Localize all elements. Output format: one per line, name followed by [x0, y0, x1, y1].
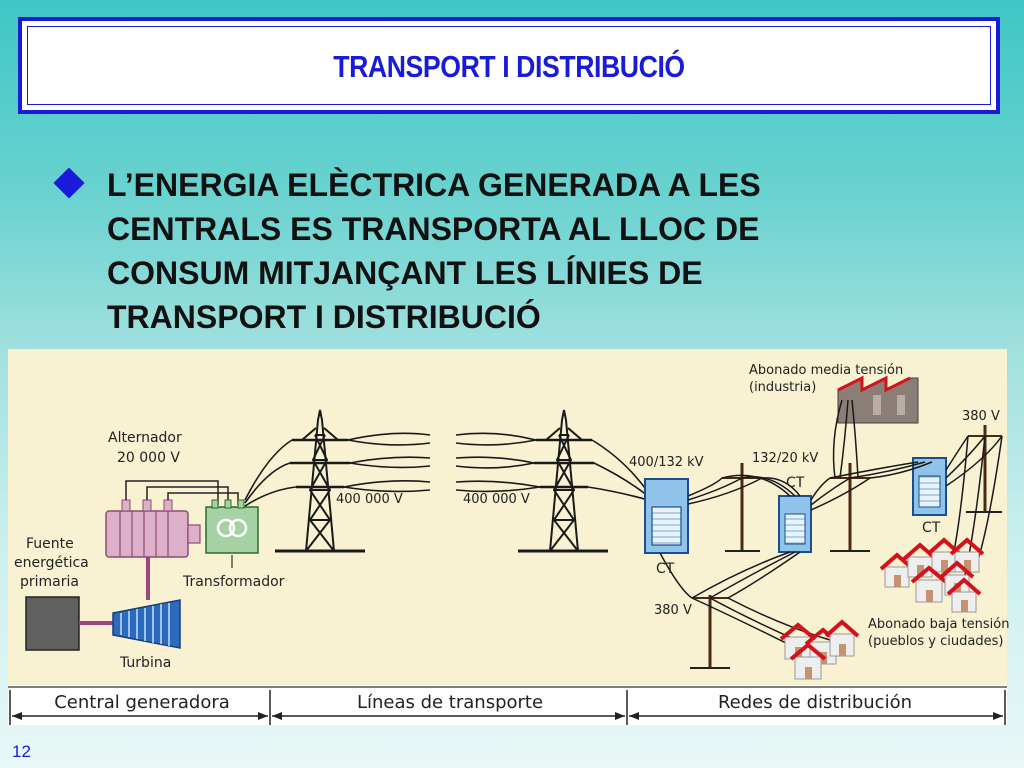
- label-fuente-2: energética: [14, 555, 89, 571]
- transformer-icon: [205, 499, 259, 554]
- slide-body-text: L’ENERGIA ELÈCTRICA GENERADA A LES CENTR…: [107, 167, 761, 335]
- section-lineas-transporte: Líneas de transporte: [357, 692, 543, 713]
- label-ct-2: CT: [786, 475, 805, 491]
- section-dividers: [9, 690, 1006, 725]
- label-alternador: Alternador: [108, 430, 182, 446]
- label-380v-a: 380 V: [654, 603, 692, 618]
- section-arrowheads: [12, 712, 1003, 720]
- distribution-lines: [659, 399, 1003, 651]
- section-central-generadora: Central generadora: [54, 692, 230, 713]
- substation-132-20: [778, 495, 812, 553]
- factory-icon: [837, 375, 919, 424]
- label-baja-tension-1: Abonado baja tensión: [868, 617, 1009, 632]
- transmission-tower-2: [518, 409, 608, 553]
- label-baja-tension-2: (pueblos y ciudades): [868, 634, 1003, 649]
- label-ct-1: CT: [656, 561, 675, 577]
- label-turbina: Turbina: [119, 655, 171, 671]
- turbine-icon: [112, 599, 181, 649]
- label-fuente-3: primaria: [20, 574, 79, 590]
- houses-group-1: [779, 619, 860, 680]
- label-380v-b: 380 V: [962, 409, 1000, 424]
- title-box: TRANSPORT I DISTRIBUCIÓ: [18, 17, 1000, 114]
- alternator-icon: [105, 499, 201, 558]
- transmission-lines: [244, 432, 649, 507]
- label-media-tension-1: Abonado media tensión: [749, 363, 903, 378]
- label-sub2-kv: 132/20 kV: [752, 451, 818, 466]
- title-box-inner: [27, 26, 991, 105]
- label-media-tension-2: (industria): [749, 380, 816, 395]
- transmission-tower-1: [275, 409, 365, 553]
- label-line-voltage-2: 400 000 V: [463, 492, 530, 507]
- page-number: 12: [12, 742, 31, 761]
- houses-group-2: [879, 537, 985, 613]
- label-alternador-voltage: 20 000 V: [117, 450, 180, 466]
- primary-energy-source: [25, 596, 80, 651]
- section-bar: [8, 685, 1007, 725]
- label-line-voltage-1: 400 000 V: [336, 492, 403, 507]
- slide-title: TRANSPORT I DISTRIBUCIÓ: [333, 49, 685, 84]
- label-sub1-kv: 400/132 kV: [629, 455, 704, 470]
- label-ct-3: CT: [922, 520, 941, 536]
- section-redes-distribucion: Redes de distribución: [718, 692, 912, 713]
- label-fuente-1: Fuente: [26, 536, 74, 552]
- substation-400-132: [644, 478, 689, 554]
- label-transformador: Transformador: [182, 574, 285, 590]
